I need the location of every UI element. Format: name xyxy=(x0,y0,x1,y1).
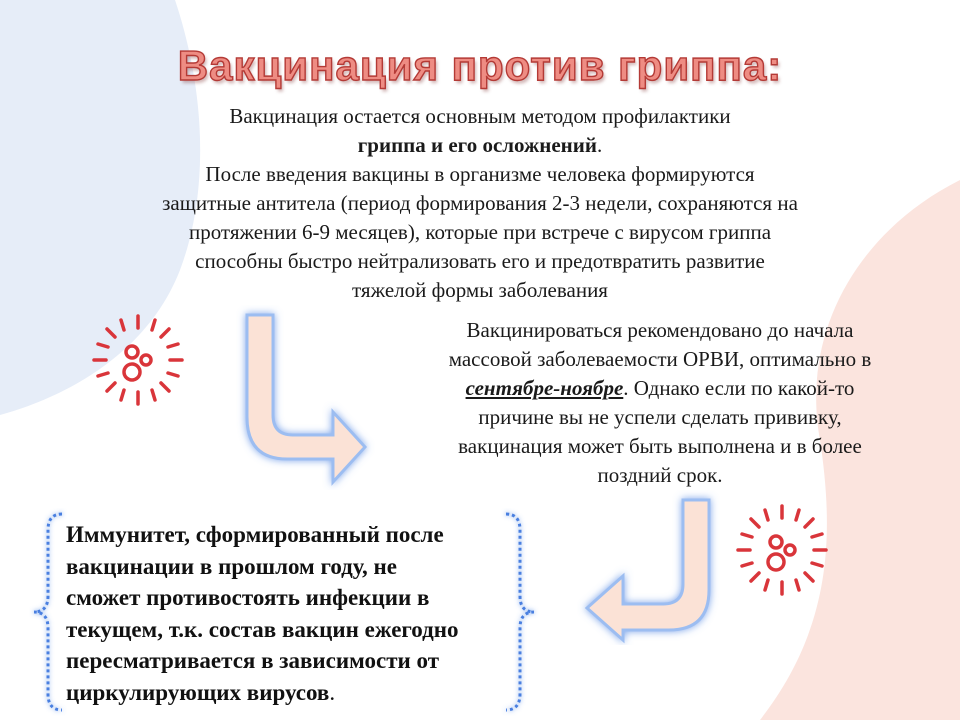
immunity-paragraph: Иммунитет, сформированный после вакцинац… xyxy=(66,519,536,708)
slide-title: Вакцинация против гриппа: xyxy=(177,41,783,89)
timing-line-1: Вакцинироваться рекомендовано до начала xyxy=(466,318,854,342)
background-blob-blue xyxy=(0,0,201,415)
intro-line-5: протяжении 6-9 месяцев), которые при вст… xyxy=(188,220,772,244)
timing-line-3: сентябре-ноябре. Однако если по какой-то xyxy=(400,374,920,403)
intro-line-4: защитные антитела (период формирования 2… xyxy=(162,191,798,215)
timing-line-3-rest: . Однако если по какой-то xyxy=(623,376,855,400)
immunity-line-3: сможет противостоять инфекции в xyxy=(66,585,430,610)
right-brace xyxy=(505,512,535,712)
timing-line-6: поздний срок. xyxy=(597,463,723,487)
intro-line-3: После введения вакцины в организме челов… xyxy=(205,162,755,186)
intro-bold-phrase: гриппа и его осложнений xyxy=(357,133,597,157)
timing-emphasis: сентябре-ноябре xyxy=(465,376,624,400)
immunity-line-2: вакцинации в прошлом году, не xyxy=(66,553,397,579)
intro-line-2: гриппа и его осложнений. xyxy=(110,131,850,160)
timing-paragraph: Вакцинироваться рекомендовано до начала … xyxy=(400,316,920,490)
timing-line-2: массовой заболеваемости ОРВИ, оптимально… xyxy=(448,347,872,371)
curved-arrow-right-icon xyxy=(245,313,368,486)
immunity-line-6-end: . xyxy=(329,679,336,705)
immunity-line-5: пересматривается в зависимости от xyxy=(66,648,440,673)
intro-line-7: тяжелой формы заболевания xyxy=(352,278,608,302)
virus-icon xyxy=(92,314,184,406)
intro-line-6: способны быстро нейтрализовать его и пре… xyxy=(195,249,765,273)
immunity-line-4: текущем, т.к. состав вакцин ежегодно xyxy=(66,616,459,642)
intro-line-2-end: . xyxy=(596,133,603,157)
curved-arrow-left-icon xyxy=(584,498,711,644)
immunity-line-1: Иммунитет, сформированный после xyxy=(66,522,444,547)
immunity-line-6: циркулирующих вирусов. xyxy=(66,677,536,709)
background-blob-pink xyxy=(760,180,960,720)
timing-line-5: вакцинация может быть выполнена и в боле… xyxy=(458,434,862,458)
intro-paragraph: Вакцинация остается основным методом про… xyxy=(110,102,850,305)
left-brace xyxy=(33,512,63,712)
virus-icon xyxy=(736,504,828,596)
timing-line-4: причине вы не успели сделать прививку, xyxy=(478,405,842,429)
immunity-line-6-text: циркулирующих вирусов xyxy=(66,679,330,705)
intro-line-1: Вакцинация остается основным методом про… xyxy=(229,104,731,128)
